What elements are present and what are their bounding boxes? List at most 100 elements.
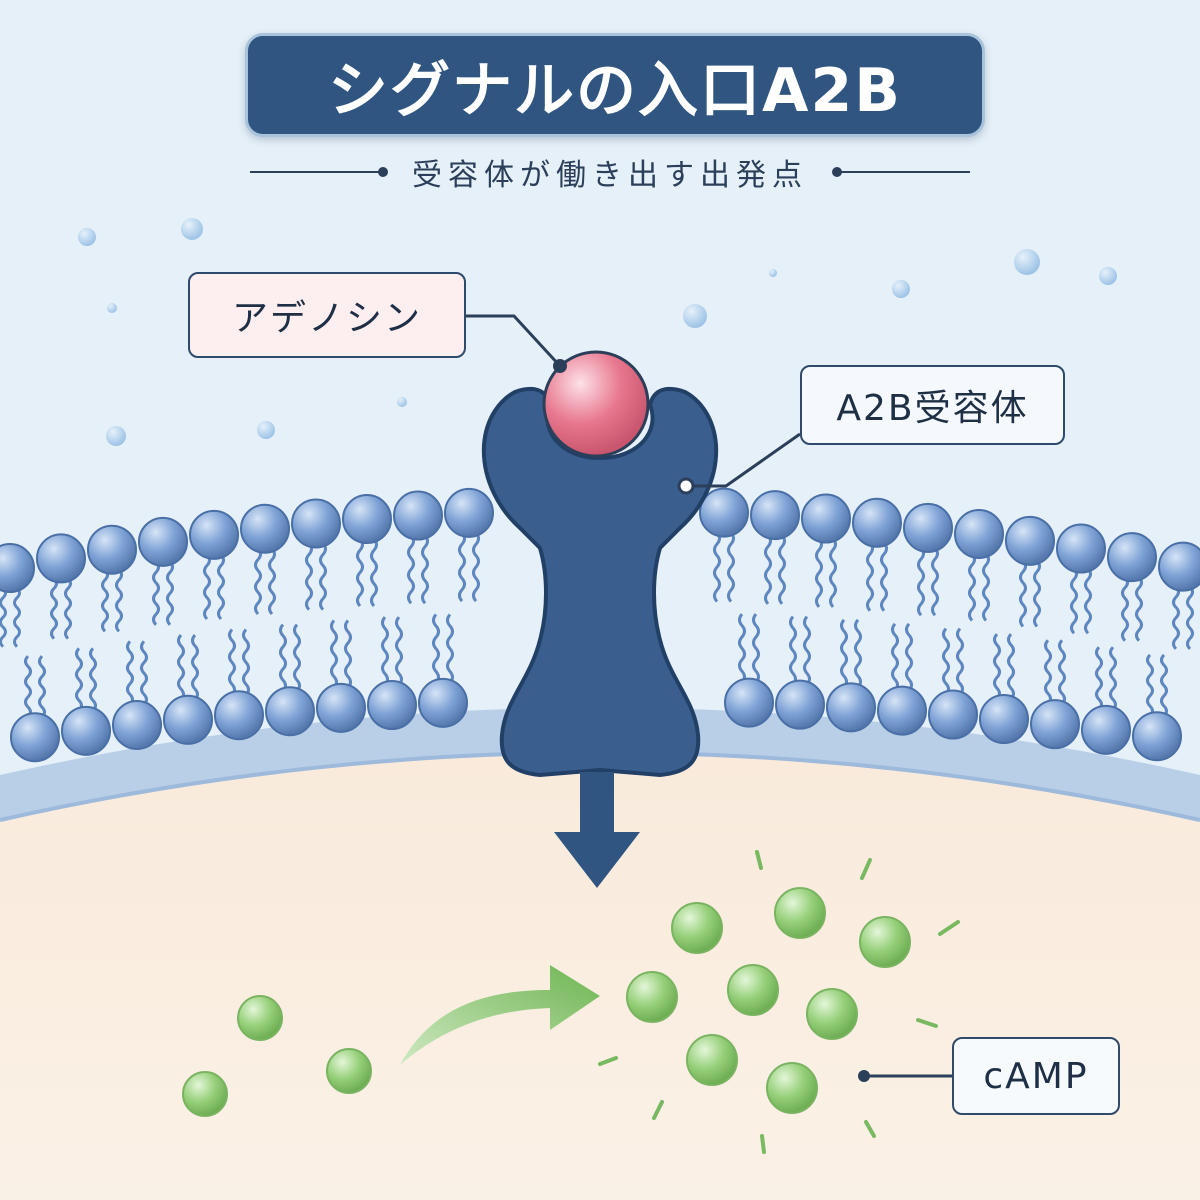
lipid-tail — [840, 618, 848, 689]
adenosine-label: アデノシン — [188, 272, 466, 358]
lipid-head — [852, 497, 902, 548]
lipid-head — [903, 502, 953, 553]
lipid-tail — [228, 628, 236, 697]
lipid-head — [1158, 541, 1200, 592]
lipid-tail — [140, 640, 148, 707]
lipid-tail — [446, 613, 454, 684]
lipid-tail — [115, 568, 123, 633]
lipid-tail — [407, 534, 415, 605]
lipid-tail — [1146, 653, 1154, 718]
lipid-tail — [217, 553, 225, 621]
lipid-tail — [50, 577, 58, 640]
lipid-tail — [891, 622, 899, 692]
lipid-tail — [13, 586, 21, 648]
membrane-inner-band — [0, 707, 1200, 820]
lipid-tail — [191, 634, 199, 701]
lipid-tail — [64, 577, 72, 640]
adenosine-leader-line — [466, 314, 562, 368]
lipid-tail — [854, 618, 862, 689]
lipid-tail — [279, 623, 287, 693]
lipid-tail — [24, 655, 32, 719]
lipid-tail — [370, 538, 378, 608]
lipid-tail — [764, 534, 772, 605]
lipid-tail — [1033, 559, 1041, 628]
lipid-tail — [905, 622, 913, 692]
lipid-tail — [968, 552, 976, 622]
lipid-head — [291, 498, 341, 549]
lipid-head — [775, 679, 825, 730]
lipid-tail — [254, 547, 262, 615]
camp-label: cAMP — [952, 1037, 1120, 1115]
lipid-tail — [738, 613, 746, 684]
lipid-head — [214, 690, 264, 741]
lipid-head — [87, 524, 137, 575]
lipid-head — [0, 543, 35, 594]
lipid-tails — [0, 531, 1194, 719]
lipid-tail — [432, 613, 440, 684]
lipid-tail — [866, 541, 874, 612]
lipid-head — [367, 680, 417, 731]
lipid-head — [1005, 515, 1055, 566]
title-banner: シグナルの入口A2B — [245, 33, 985, 137]
subtitle-left-rule — [250, 167, 388, 177]
receptor-leader-line — [686, 432, 801, 488]
lipid-head — [979, 694, 1029, 745]
lipid-tail — [89, 647, 97, 712]
lipid-tail — [931, 546, 939, 617]
lipid-head — [61, 705, 111, 756]
lipid-tail — [1044, 639, 1052, 706]
lipid-tail — [993, 633, 1001, 701]
lipid-head — [240, 503, 290, 554]
lipid-tail — [1160, 653, 1168, 718]
page-title: シグナルの入口A2B — [328, 55, 902, 126]
extracellular-molecules — [78, 218, 1117, 446]
lipid-head — [1081, 704, 1131, 755]
lipid-tail — [395, 616, 403, 687]
lipid-tail — [778, 534, 786, 605]
production-arrow — [400, 965, 600, 1065]
lipid-tail — [1007, 633, 1015, 701]
lipid-tail — [815, 537, 823, 608]
lipid-tail — [982, 552, 990, 622]
lipid-head — [1056, 523, 1106, 574]
lipid-tail — [319, 542, 327, 611]
signal-down-arrow — [554, 772, 640, 888]
lipid-tail — [956, 627, 964, 696]
lipid-head — [699, 487, 749, 538]
receptor-label: A2B受容体 — [800, 365, 1065, 445]
lipid-head — [316, 682, 366, 733]
lipid-tail — [458, 531, 466, 603]
lipid-head — [393, 490, 443, 541]
subtitle-row: 受容体が働き出す出発点 — [250, 150, 970, 194]
lipid-tail — [356, 538, 364, 608]
lipid-tail — [789, 615, 797, 686]
lipid-tail — [101, 568, 109, 633]
page-subtitle: 受容体が働き出す出発点 — [412, 158, 808, 193]
lipid-tail — [1121, 576, 1129, 642]
lipid-tail — [75, 647, 83, 712]
lipid-head — [10, 712, 60, 763]
lipid-tail — [330, 619, 338, 689]
lipid-head — [1132, 711, 1182, 762]
lipid-head — [877, 685, 927, 736]
lipid-head — [342, 494, 392, 545]
lipid-head — [444, 487, 494, 538]
subtitle-right-rule — [832, 167, 970, 177]
lipid-head — [1030, 699, 1080, 750]
lipid-tail — [880, 541, 888, 612]
camp-burst-lines — [598, 850, 960, 1154]
lipid-head — [265, 686, 315, 737]
lipid-head — [724, 677, 774, 728]
lipid-tail — [38, 655, 46, 719]
lipid-tail — [1186, 585, 1194, 650]
lipid-tail — [752, 613, 760, 684]
lipid-tail — [942, 627, 950, 696]
lipid-tail — [152, 560, 160, 626]
lipid-head — [163, 694, 213, 745]
lipid-tail — [293, 623, 301, 693]
lipid-heads-outer — [0, 487, 1200, 594]
lipid-tail — [203, 553, 211, 621]
lipid-tail — [1058, 639, 1066, 706]
lipid-tail — [305, 542, 313, 611]
